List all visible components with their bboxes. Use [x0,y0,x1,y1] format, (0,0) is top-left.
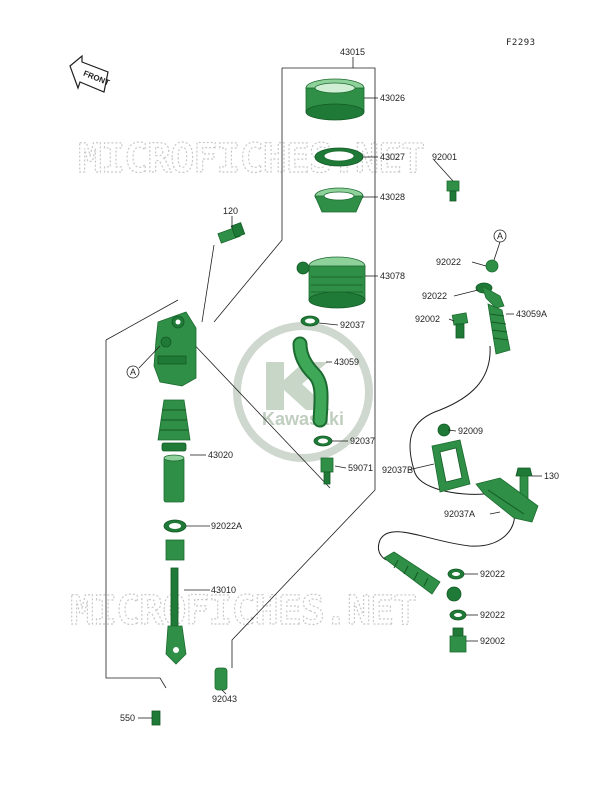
label-92037B: 92037B [382,465,413,475]
label-92002-b: 92002 [480,636,505,646]
bolt-120-icon [217,222,246,244]
reservoir-cap-icon [305,78,365,121]
bolt-92002-top-icon [451,312,469,339]
label-43027: 43027 [380,152,405,162]
label-43078: 43078 [380,271,405,281]
bracket-92037A-icon [475,477,539,523]
brake-hose-lower-icon [383,551,462,602]
label-43010: 43010 [211,585,236,595]
diaphragm-icon [314,187,364,213]
label-92022-c: 92022 [480,569,505,579]
label-43015: 43015 [340,47,365,57]
label-92043: 92043 [212,694,237,704]
label-92022-b: 92022 [422,291,447,301]
label-43059A: 43059A [516,309,547,319]
label-43059: 43059 [334,357,359,367]
callout-a-left: A [126,345,161,379]
banjo-bolt-top-icon [475,259,505,309]
callout-a-top: A [493,229,507,261]
fitting-59071-icon [320,457,334,485]
washer-92022-lower2-icon [449,609,467,621]
label-92022-d: 92022 [480,610,505,620]
diaphragm-plate-icon [314,147,364,167]
washer-92022A-icon [163,519,187,533]
label-92037-b: 92037 [350,436,375,446]
master-cylinder-body-icon [153,311,197,387]
bolt-92002-lower-icon [449,627,467,653]
kawasaki-logo-text: Kawasaki [262,409,344,429]
cotter-pin-550-icon [151,710,161,726]
label-92009: 92009 [458,426,483,436]
label-92001: 92001 [432,152,457,162]
label-92022A: 92022A [211,521,242,531]
clamp-92037B-icon [431,439,471,493]
leader-lines [138,97,542,719]
svg-text:A: A [130,367,136,377]
label-92037-a: 92037 [340,320,365,330]
brake-hose-43059A-icon [487,303,511,355]
label-59071: 59071 [348,463,373,473]
label-92002-a: 92002 [415,314,440,324]
label-550: 550 [120,713,135,723]
label-120: 120 [223,206,238,216]
hose-clamp-92037-bottom-icon [313,435,333,447]
washer-92022-lower1-icon [447,568,465,580]
piston-kit-icon [157,399,191,503]
svg-text:A: A [497,231,503,241]
kit-outline-43015 [105,57,376,689]
reservoir-hose-icon [292,336,329,428]
label-92022-a: 92022 [436,257,461,267]
label-43020: 43020 [208,450,233,460]
front-arrow-icon: FRONT [69,54,111,93]
label-92037A: 92037A [444,509,475,519]
watermark-top: MICROFICHES.NET [78,136,424,182]
pin-92043-icon [214,667,228,691]
push-rod-icon [165,539,187,665]
label-43028: 43028 [380,192,405,202]
bolt-92001-icon [446,180,460,202]
label-130: 130 [544,471,559,481]
label-43026: 43026 [380,93,405,103]
reservoir-body-icon [296,256,366,309]
bolt-130-icon [515,467,533,499]
watermark-bottom: MICROFICHES.NET [70,588,416,634]
diagram-code: F2293 [506,38,536,48]
hose-clamp-92037-top-icon [300,315,320,327]
